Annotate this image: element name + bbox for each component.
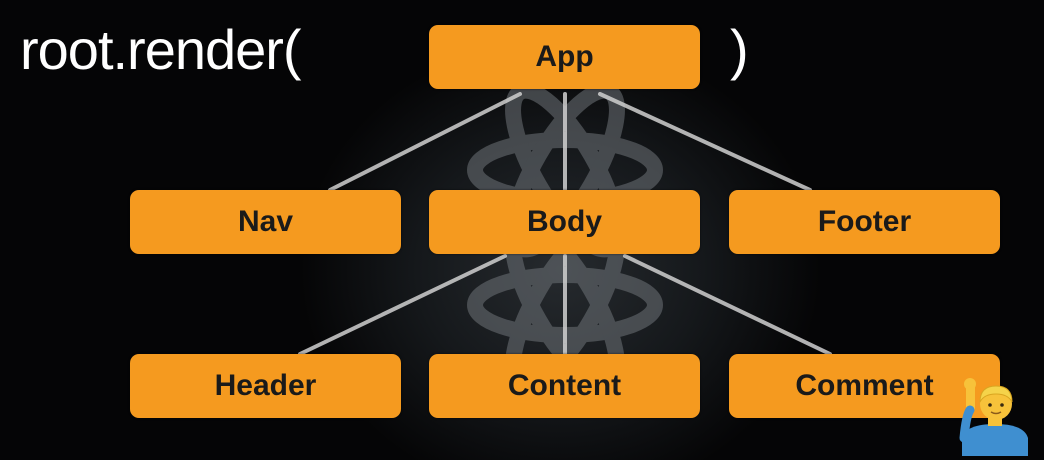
edge-app-footer (598, 92, 812, 192)
node-app: App (429, 25, 700, 89)
render-call-open: root.render( (20, 18, 302, 81)
node-footer: Footer (729, 190, 1000, 254)
node-comment: Comment (729, 354, 1000, 418)
node-body: Body (429, 190, 700, 254)
edge-app-nav (328, 92, 522, 192)
edge-body-comment (623, 254, 832, 356)
edge-body-header (298, 254, 507, 356)
node-header: Header (130, 354, 401, 418)
node-nav: Nav (130, 190, 401, 254)
render-call-close: ) (730, 18, 749, 81)
node-content: Content (429, 354, 700, 418)
person-raising-hand-icon (959, 378, 1028, 456)
